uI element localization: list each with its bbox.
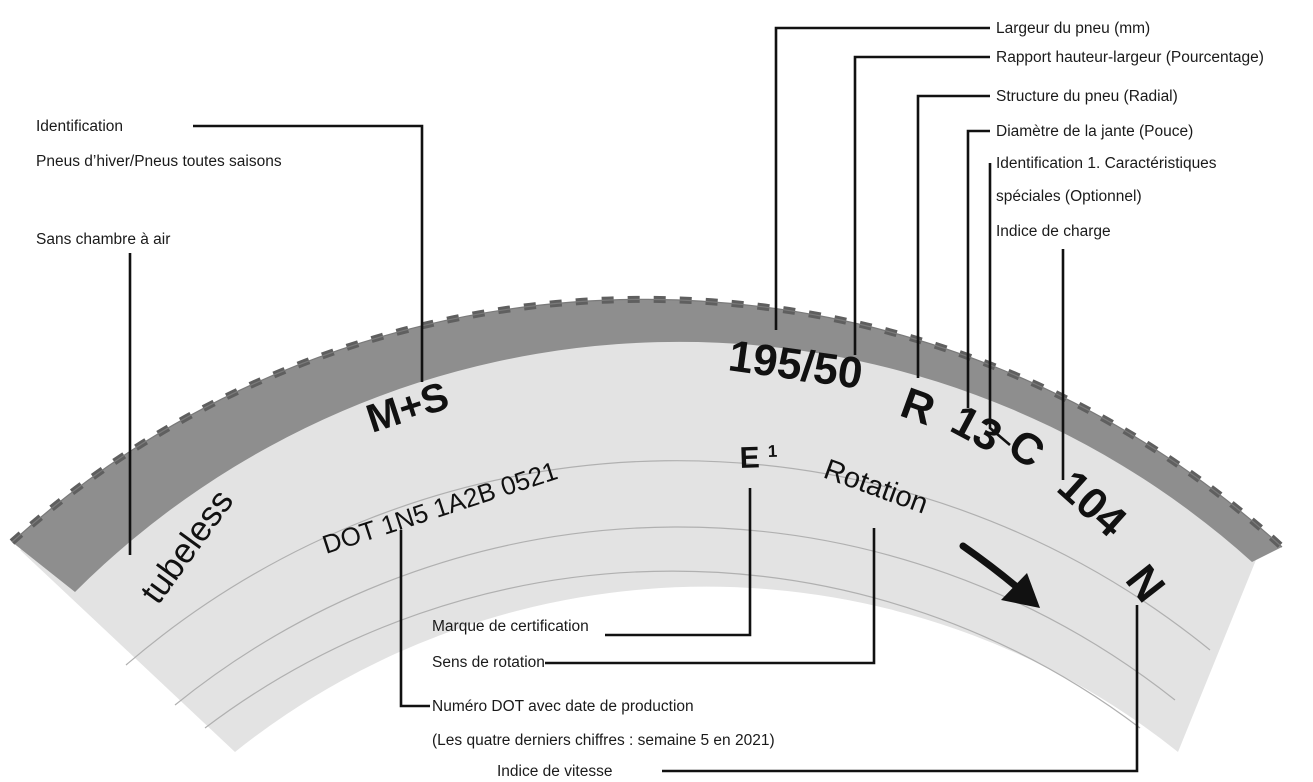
tire-tread-band [12, 299, 1282, 592]
label-ms-line2: Pneus d’hiver/Pneus toutes saisons [36, 153, 282, 170]
tire-sidewall-diagram [9, 295, 1285, 752]
leader-structure [916, 94, 990, 378]
cert-mark-sup: 1 [767, 442, 777, 461]
label-ms-line1: Identification [36, 118, 123, 135]
sidewall-line-2 [174, 526, 1176, 706]
leader-rim-diameter [966, 129, 990, 408]
marking-cert-mark: E 1 [739, 441, 778, 475]
leader-special [988, 163, 1011, 446]
annotation-labels: Largeur du pneu (mm) Rapport hauteur-lar… [36, 20, 1264, 780]
label-certification: Marque de certification [432, 618, 589, 635]
label-load-index: Indice de charge [996, 223, 1111, 240]
leader-width [774, 26, 990, 330]
label-aspect-ratio: Rapport hauteur-largeur (Pourcentage) [996, 49, 1264, 66]
label-width: Largeur du pneu (mm) [996, 20, 1150, 37]
leader-dot [399, 530, 430, 708]
label-dot-line2: (Les quatre derniers chiffres : semaine … [432, 732, 775, 749]
tire-sidewall [20, 328, 1260, 752]
leader-certification [605, 488, 752, 637]
leader-ms [193, 124, 424, 382]
leader-lines [128, 26, 1139, 773]
rotation-arrow [959, 542, 1040, 608]
label-rotation: Sens de rotation [432, 654, 545, 671]
sidewall-line-1 [125, 460, 1211, 666]
label-structure: Structure du pneu (Radial) [996, 88, 1178, 105]
sidewall-line-3 [204, 570, 1141, 729]
label-rim-diameter: Diamètre de la jante (Pouce) [996, 123, 1193, 140]
label-speed-index: Indice de vitesse [497, 763, 612, 780]
tire-outer-edge [11, 298, 1283, 548]
leader-rotation [545, 528, 876, 665]
label-tubeless: Sans chambre à air [36, 231, 170, 248]
leader-speed-index [662, 605, 1139, 773]
label-special-line1: Identification 1. Caractéristiques [996, 155, 1217, 172]
label-special-line2: spéciales (Optionnel) [996, 188, 1142, 205]
leader-aspect-ratio [853, 55, 990, 355]
label-dot-line1: Numéro DOT avec date de production [432, 698, 694, 715]
cert-mark-letter: E [739, 441, 760, 475]
